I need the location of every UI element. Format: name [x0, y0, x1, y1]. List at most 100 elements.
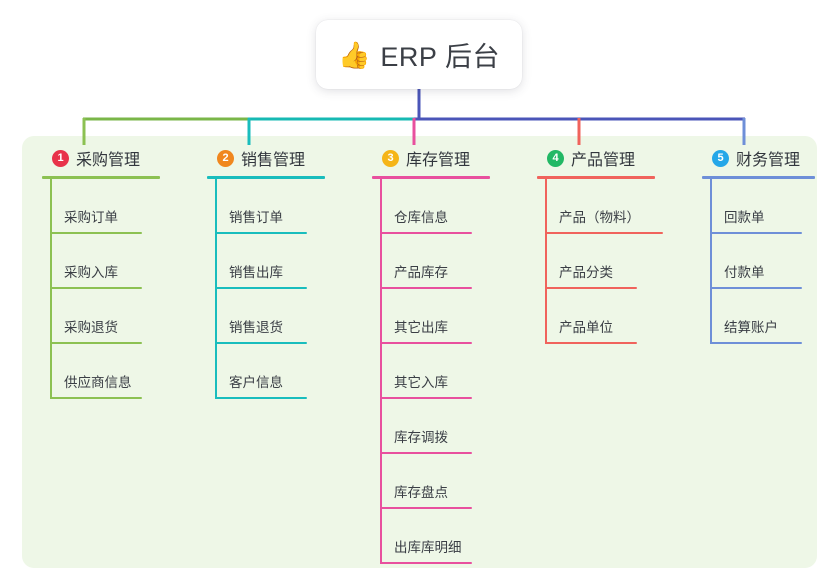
column-header-2[interactable]: 2 销售管理 — [207, 146, 325, 170]
leaf-item-underline — [545, 342, 637, 344]
leaf-item-underline — [710, 342, 802, 344]
leaf-item[interactable]: 产品库存 — [372, 234, 490, 289]
column-items: 产品（物料） 产品分类产品单位 — [537, 179, 663, 344]
column-underline — [537, 176, 655, 179]
leaf-item-label: 出库库明细 — [394, 540, 462, 555]
column-spine — [710, 179, 712, 344]
leaf-item-underline — [380, 287, 472, 289]
column-items: 销售订单销售出库销售退货客户信息 — [207, 179, 325, 399]
leaf-item-underline — [545, 232, 663, 234]
leaf-item-underline — [710, 287, 802, 289]
column-title: 采购管理 — [76, 152, 141, 169]
leaf-item-underline — [380, 562, 472, 564]
leaf-item-label: 回款单 — [724, 210, 765, 225]
leaf-item-underline — [215, 232, 307, 234]
leaf-item-label: 客户信息 — [229, 375, 283, 390]
column-2: 2 销售管理销售订单销售出库销售退货客户信息 — [207, 146, 325, 399]
leaf-item-label: 采购订单 — [64, 210, 118, 225]
leaf-item[interactable]: 采购入库 — [42, 234, 160, 289]
leaf-item-label: 仓库信息 — [394, 210, 448, 225]
leaf-item[interactable]: 客户信息 — [207, 344, 325, 399]
leaf-item[interactable]: 销售退货 — [207, 289, 325, 344]
leaf-item-underline — [215, 397, 307, 399]
column-header-3[interactable]: 3 库存管理 — [372, 146, 490, 170]
leaf-item[interactable]: 产品分类 — [537, 234, 655, 289]
leaf-item-label: 销售出库 — [229, 265, 283, 280]
column-5: 5 财务管理回款单付款单结算账户 — [702, 146, 815, 344]
leaf-item-underline — [380, 232, 472, 234]
leaf-item-label: 销售退货 — [229, 320, 283, 335]
leaf-item-label: 产品单位 — [559, 320, 613, 335]
leaf-item[interactable]: 产品单位 — [537, 289, 655, 344]
column-1: 1 采购管理采购订单采购入库采购退货供应商信息 — [42, 146, 160, 399]
leaf-item[interactable]: 其它出库 — [372, 289, 490, 344]
leaf-item-label: 采购入库 — [64, 265, 118, 280]
leaf-item-label: 供应商信息 — [64, 375, 132, 390]
leaf-item[interactable]: 销售出库 — [207, 234, 325, 289]
column-spine — [215, 179, 217, 399]
column-title: 产品管理 — [571, 152, 636, 169]
root-node[interactable]: 👍 ERP 后台 — [316, 20, 522, 89]
leaf-item[interactable]: 回款单 — [702, 179, 815, 234]
column-badge-icon: 4 — [547, 149, 564, 167]
leaf-item[interactable]: 库存调拨 — [372, 399, 490, 454]
column-3: 3 库存管理仓库信息产品库存其它出库其它入库库存调拨库存盘点出库库明细 — [372, 146, 490, 564]
leaf-item[interactable]: 付款单 — [702, 234, 815, 289]
leaf-item[interactable]: 供应商信息 — [42, 344, 160, 399]
thumbs-up-icon: 👍 — [338, 39, 371, 70]
leaf-item-underline — [50, 397, 142, 399]
leaf-item[interactable]: 结算账户 — [702, 289, 815, 344]
leaf-item-label: 产品（物料） — [559, 210, 640, 225]
leaf-item-label: 付款单 — [724, 265, 765, 280]
leaf-item[interactable]: 出库库明细 — [372, 509, 490, 564]
leaf-item-underline — [215, 342, 307, 344]
column-underline — [42, 176, 160, 179]
leaf-item-label: 销售订单 — [229, 210, 283, 225]
column-underline — [372, 176, 490, 179]
leaf-item-label: 结算账户 — [724, 320, 778, 335]
leaf-item-underline — [380, 342, 472, 344]
column-4: 4 产品管理产品（物料） 产品分类产品单位 — [537, 146, 663, 344]
column-header-5[interactable]: 5 财务管理 — [702, 146, 815, 170]
leaf-item-label: 库存盘点 — [394, 485, 448, 500]
leaf-item-label: 产品库存 — [394, 265, 448, 280]
leaf-item-label: 库存调拨 — [394, 430, 448, 445]
diagram-background-panel — [22, 136, 817, 568]
column-items: 采购订单采购入库采购退货供应商信息 — [42, 179, 160, 399]
column-badge-icon: 2 — [217, 149, 234, 167]
leaf-item[interactable]: 产品（物料） — [537, 179, 663, 234]
column-underline — [207, 176, 325, 179]
leaf-item-underline — [545, 287, 637, 289]
leaf-item[interactable]: 仓库信息 — [372, 179, 490, 234]
column-title: 销售管理 — [241, 152, 306, 169]
leaf-item[interactable]: 库存盘点 — [372, 454, 490, 509]
leaf-item-label: 其它出库 — [394, 320, 448, 335]
leaf-item[interactable]: 采购订单 — [42, 179, 160, 234]
leaf-item-underline — [380, 452, 472, 454]
leaf-item-label: 产品分类 — [559, 265, 613, 280]
column-items: 回款单付款单结算账户 — [702, 179, 815, 344]
leaf-item-label: 其它入库 — [394, 375, 448, 390]
column-header-1[interactable]: 1 采购管理 — [42, 146, 160, 170]
leaf-item-underline — [215, 287, 307, 289]
column-spine — [380, 179, 382, 564]
column-badge-icon: 3 — [382, 149, 399, 167]
column-underline — [702, 176, 815, 179]
leaf-item-underline — [710, 232, 802, 234]
column-title: 财务管理 — [736, 152, 801, 169]
column-badge-icon: 5 — [712, 149, 729, 167]
column-badge-icon: 1 — [52, 149, 69, 167]
leaf-item-underline — [380, 397, 472, 399]
leaf-item[interactable]: 销售订单 — [207, 179, 325, 234]
column-header-4[interactable]: 4 产品管理 — [537, 146, 655, 170]
root-title: ERP 后台 — [380, 42, 500, 72]
leaf-item-underline — [50, 287, 142, 289]
leaf-item[interactable]: 采购退货 — [42, 289, 160, 344]
leaf-item-underline — [50, 232, 142, 234]
leaf-item[interactable]: 其它入库 — [372, 344, 490, 399]
leaf-item-underline — [380, 507, 472, 509]
column-items: 仓库信息产品库存其它出库其它入库库存调拨库存盘点出库库明细 — [372, 179, 490, 564]
column-title: 库存管理 — [406, 152, 471, 169]
column-spine — [545, 179, 547, 344]
leaf-item-underline — [50, 342, 142, 344]
